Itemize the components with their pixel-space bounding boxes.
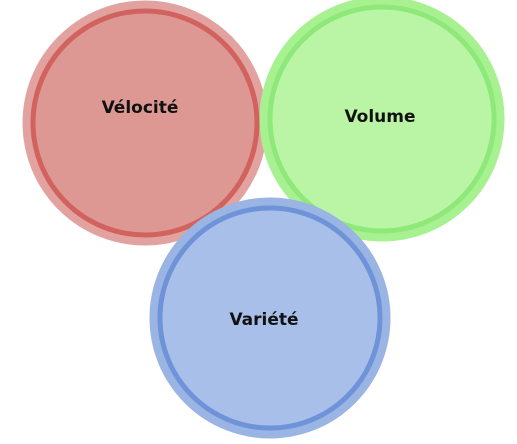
circle-variete: Variété (149, 197, 391, 439)
circle-variete-ring (157, 205, 383, 431)
circle-volume-ring (267, 4, 497, 234)
circle-velocite-label: Vélocité (102, 98, 179, 118)
circle-variete-label: Variété (229, 310, 298, 330)
circle-variete-halo (149, 197, 391, 439)
circle-volume-halo (259, 0, 505, 242)
circle-velocite-ring (30, 8, 260, 238)
circle-volume-label: Volume (344, 107, 415, 127)
circle-velocite: Vélocité (22, 0, 268, 246)
circle-volume: Volume (259, 0, 505, 242)
circle-variete-shape (160, 208, 380, 428)
circle-velocite-shape (33, 11, 257, 235)
circle-volume-shape (270, 7, 494, 231)
